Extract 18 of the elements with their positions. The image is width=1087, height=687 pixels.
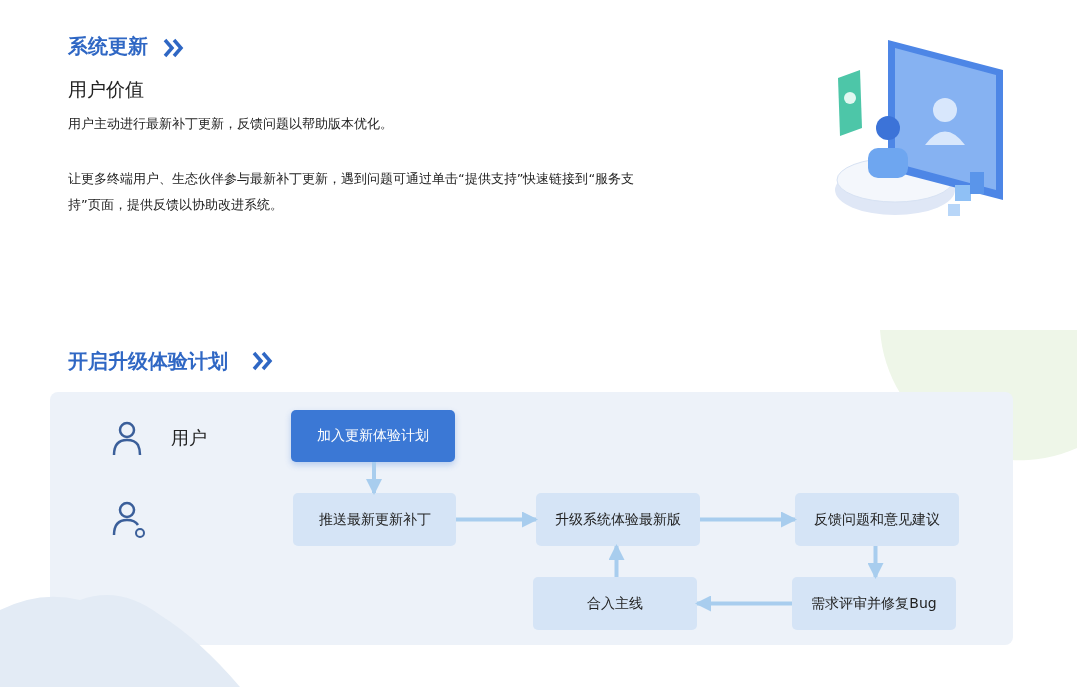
arrow (366, 462, 382, 495)
paragraph: 用户主动进行最新补丁更新，反馈问题以帮助版本优化。 (68, 115, 394, 133)
process-box: 合入主线 (533, 577, 697, 630)
arrow (695, 595, 792, 612)
action-button-box: 加入更新体验计划 (291, 410, 455, 462)
subheading: 用户价值 (68, 77, 144, 102)
section-heading: 系统更新 (68, 33, 148, 60)
row-label: 用户 (171, 426, 207, 450)
section-heading: 开启升级体验计划 (68, 348, 228, 375)
process-box: 反馈问题和意见建议 (795, 493, 959, 546)
paragraph: 让更多终端用户、生态伙伴参与最新补丁更新，遇到问题可通过单击“提供支持”快速链接到“服务支持”页面，提供反馈以协助改进系统。 (68, 170, 636, 214)
process-box: 推送最新更新补丁 (293, 493, 456, 546)
process-box: 需求评审并修复Bug (792, 577, 956, 630)
arrow (456, 511, 538, 528)
arrow (608, 544, 625, 577)
process-box: 升级系统体验最新版 (536, 493, 700, 546)
arrow (700, 511, 797, 528)
arrow (867, 546, 884, 579)
